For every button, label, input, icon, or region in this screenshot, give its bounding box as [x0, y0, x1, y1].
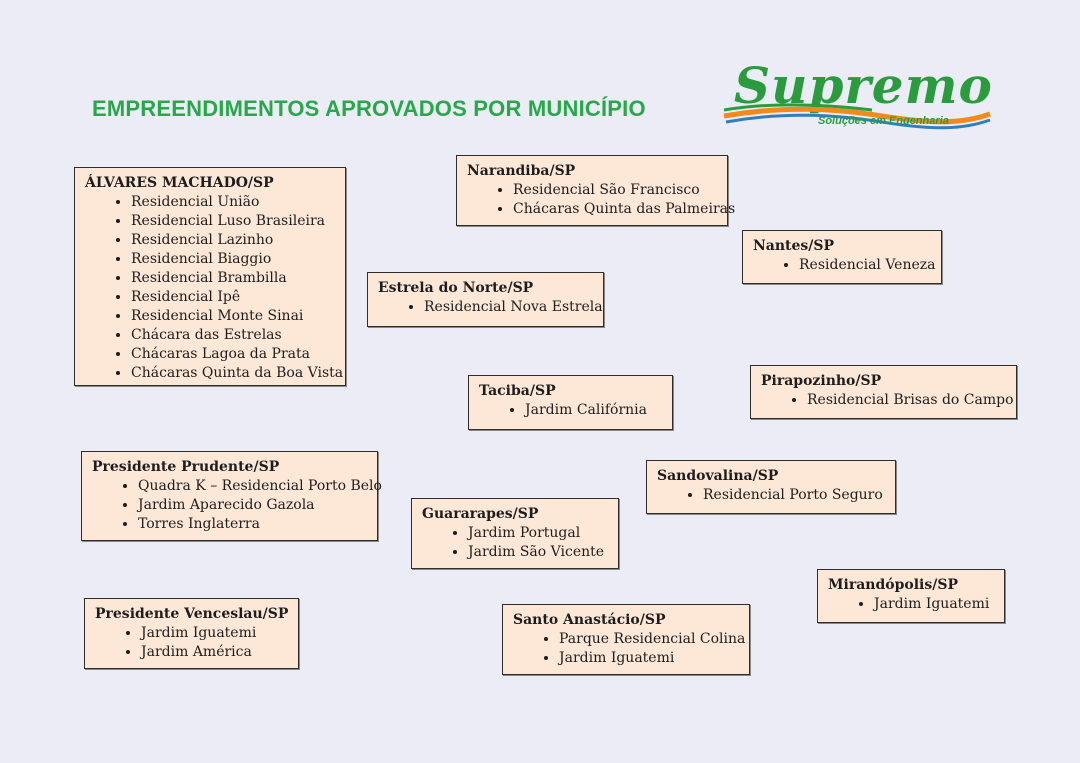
municipality-card-sandovalina: Sandovalina/SP Residencial Porto Seguro	[646, 460, 896, 514]
municipality-card-guararapes: Guararapes/SP Jardim Portugal Jardim São…	[411, 498, 619, 569]
municipality-card-alvares-machado: ÁLVARES MACHADO/SP Residencial União Res…	[74, 167, 346, 386]
list-item: Parque Residencial Colina	[559, 630, 745, 649]
list-item: Chácaras Quinta das Palmeiras	[513, 200, 735, 219]
project-list: Residencial Porto Seguro	[657, 486, 885, 505]
list-item: Torres Inglaterra	[138, 515, 367, 534]
list-item: Jardim Iguatemi	[141, 624, 288, 643]
municipality-card-pirapozinho: Pirapozinho/SP Residencial Brisas do Cam…	[750, 365, 1017, 419]
municipality-name: Pirapozinho/SP	[761, 373, 882, 389]
project-list: Residencial São Francisco Chácaras Quint…	[467, 181, 735, 219]
municipality-card-presidente-prudente: Presidente Prudente/SP Quadra K – Reside…	[81, 451, 382, 541]
logo-wave-icon	[723, 103, 991, 130]
list-item: Quadra K – Residencial Porto Belo	[138, 477, 382, 496]
list-item: Jardim São Vicente	[468, 543, 608, 562]
municipality-name: Santo Anastácio/SP	[513, 612, 666, 628]
municipality-card-taciba: Taciba/SP Jardim Califórnia	[468, 375, 673, 430]
list-item: Residencial Brisas do Campo	[807, 391, 1014, 410]
list-item: Residencial Luso Brasileira	[131, 212, 335, 231]
list-item: Jardim Portugal	[468, 524, 608, 543]
project-list: Parque Residencial Colina Jardim Iguatem…	[513, 630, 745, 668]
project-list: Residencial Nova Estrela	[378, 298, 603, 317]
page-title: EMPREENDIMENTOS APROVADOS POR MUNICÍPIO	[92, 96, 646, 121]
list-item: Jardim Iguatemi	[559, 649, 739, 668]
municipality-name: Guararapes/SP	[422, 506, 539, 522]
list-item: Residencial Veneza	[799, 256, 935, 275]
municipality-name: Narandiba/SP	[467, 163, 576, 179]
list-item: Residencial Porto Seguro	[703, 486, 885, 505]
municipality-name: Presidente Venceslau/SP	[95, 606, 289, 622]
list-item: Residencial Lazinho	[131, 231, 335, 250]
list-item: Jardim Iguatemi	[874, 595, 994, 614]
list-item: Chácaras Lagoa da Prata	[131, 345, 335, 364]
list-item: Chácaras Quinta da Boa Vista	[131, 364, 343, 383]
project-list: Jardim Iguatemi	[828, 595, 994, 614]
list-item: Residencial Brambilla	[131, 269, 335, 288]
municipality-card-narandiba: Narandiba/SP Residencial São Francisco C…	[456, 155, 735, 226]
logo-tagline: Soluções em Engenharia	[818, 115, 949, 127]
project-list: Jardim Portugal Jardim São Vicente	[422, 524, 608, 562]
municipality-name: Taciba/SP	[479, 383, 556, 399]
municipality-name: ÁLVARES MACHADO/SP	[85, 175, 274, 191]
supremo-logo: Supremo Soluções em Engenharia	[722, 56, 1012, 140]
list-item: Residencial Ipê	[131, 288, 335, 307]
project-list: Jardim Iguatemi Jardim América	[95, 624, 288, 662]
list-item: Residencial Biaggio	[131, 250, 335, 269]
project-list: Quadra K – Residencial Porto Belo Jardim…	[92, 477, 382, 534]
list-item: Jardim Califórnia	[525, 401, 662, 420]
project-list: Residencial União Residencial Luso Brasi…	[85, 193, 343, 383]
municipality-name: Mirandópolis/SP	[828, 577, 958, 593]
municipality-card-nantes: Nantes/SP Residencial Veneza	[742, 230, 942, 284]
list-item: Residencial São Francisco	[513, 181, 717, 200]
municipality-name: Sandovalina/SP	[657, 468, 779, 484]
municipality-card-mirandopolis: Mirandópolis/SP Jardim Iguatemi	[817, 569, 1005, 623]
project-list: Jardim Califórnia	[479, 401, 662, 420]
list-item: Residencial Nova Estrela	[424, 298, 603, 317]
municipality-card-estrela-do-norte: Estrela do Norte/SP Residencial Nova Est…	[367, 272, 604, 327]
municipality-name: Presidente Prudente/SP	[92, 459, 280, 475]
municipality-card-santo-anastacio: Santo Anastácio/SP Parque Residencial Co…	[502, 604, 750, 675]
project-list: Residencial Brisas do Campo	[761, 391, 1014, 410]
municipality-card-presidente-venceslau: Presidente Venceslau/SP Jardim Iguatemi …	[84, 598, 299, 669]
municipality-name: Estrela do Norte/SP	[378, 280, 534, 296]
list-item: Residencial Monte Sinai	[131, 307, 335, 326]
list-item: Jardim Aparecido Gazola	[138, 496, 367, 515]
municipality-name: Nantes/SP	[753, 238, 835, 254]
list-item: Chácara das Estrelas	[131, 326, 335, 345]
list-item: Residencial União	[131, 193, 335, 212]
list-item: Jardim América	[141, 643, 288, 662]
project-list: Residencial Veneza	[753, 256, 935, 275]
